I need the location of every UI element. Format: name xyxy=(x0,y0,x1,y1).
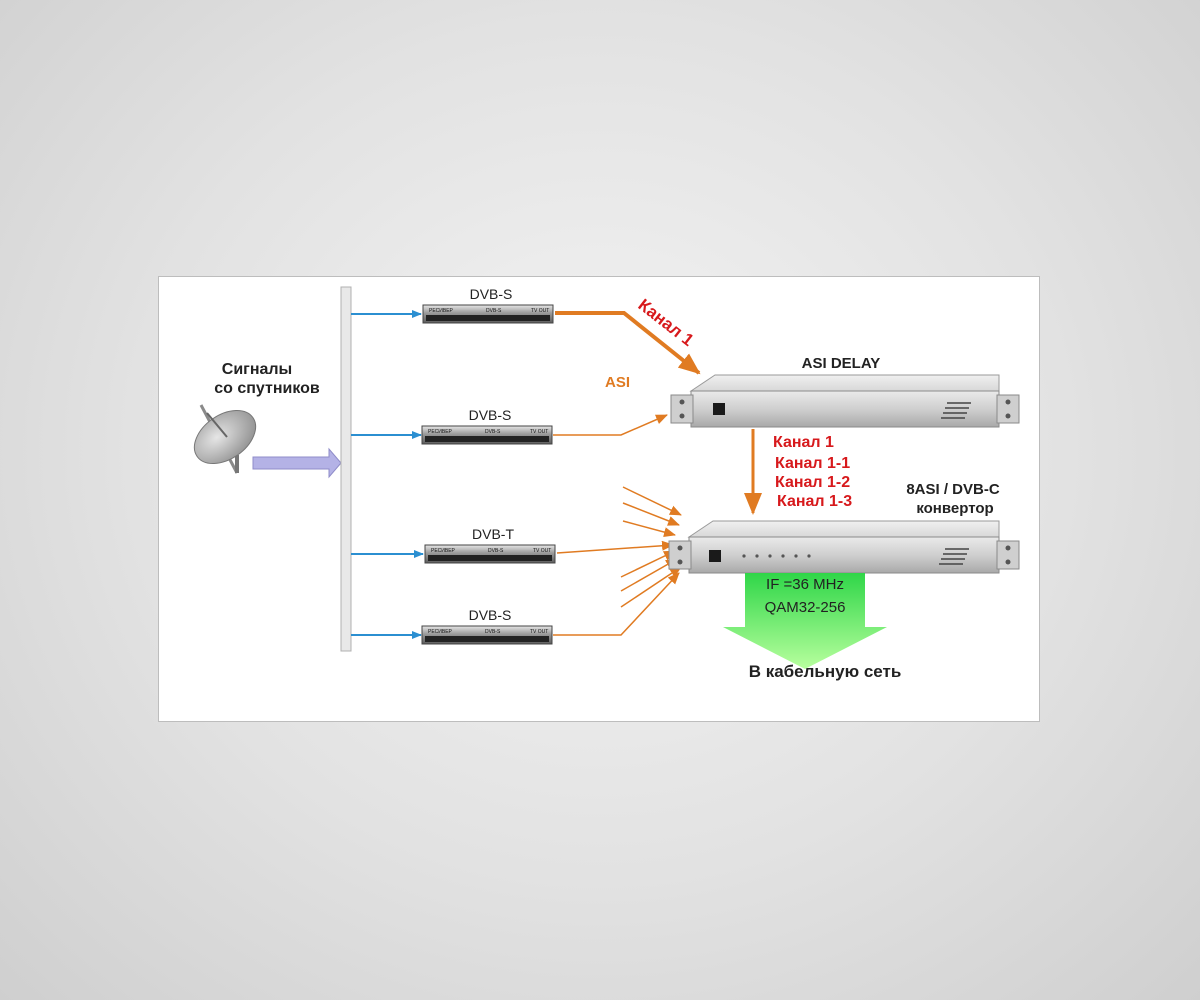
svg-text:РЕСИВЕР: РЕСИВЕР xyxy=(431,548,456,554)
receiver-4: DVB-S РЕСИВЕР DVB-S TV OUT xyxy=(421,607,553,645)
receiver-2: DVB-S РЕСИВЕР DVB-S TV OUT xyxy=(421,407,553,445)
distribution-bus xyxy=(340,286,352,652)
satellite-label-line1: Сигналы xyxy=(222,361,292,378)
channel-list-item-4: Канал 1-3 xyxy=(777,493,852,510)
svg-text:РЕСИВЕР: РЕСИВЕР xyxy=(428,429,453,435)
channel-list-item-1: Канал 1 xyxy=(773,434,834,451)
brand-logo-icon xyxy=(941,402,971,419)
output-if: IF =36 MHz xyxy=(766,576,844,593)
signal-flow-diagram: Сигналы со спутников DVB-S РЕСИВЕР DVB-S… xyxy=(193,286,1020,681)
receiver-3-type: DVB-T xyxy=(472,526,514,542)
satellite-label-line2: со спутников xyxy=(214,380,320,397)
channel-list-item-3: Канал 1-2 xyxy=(775,474,850,491)
svg-text:DVB-S: DVB-S xyxy=(486,308,502,314)
receiver-2-to-delay-arrow xyxy=(553,414,668,436)
receiver-3: DVB-T РЕСИВЕР DVB-S TV OUT xyxy=(424,526,556,564)
receiver-3-to-converter-arrow xyxy=(556,540,674,554)
output-modulation: QAM32-256 xyxy=(765,599,846,616)
svg-text:TV OUT: TV OUT xyxy=(533,548,551,554)
receiver-1: DVB-S РЕСИВЕР DVB-S TV OUT xyxy=(422,286,554,324)
asi-label: ASI xyxy=(605,374,630,391)
converter-title-line1: 8ASI / DVB-C xyxy=(906,481,1000,498)
converter-logo-icon xyxy=(939,548,969,565)
svg-text:DVB-S: DVB-S xyxy=(485,629,501,635)
converter-title-line2: конвертор xyxy=(916,500,993,517)
signal-input-arrow xyxy=(252,447,342,479)
asi-delay-device xyxy=(670,374,1020,428)
svg-text:РЕСИВЕР: РЕСИВЕР xyxy=(428,629,453,635)
svg-text:TV OUT: TV OUT xyxy=(530,629,548,635)
svg-text:TV OUT: TV OUT xyxy=(530,429,548,435)
svg-text:DVB-S: DVB-S xyxy=(485,429,501,435)
receiver-2-type: DVB-S xyxy=(469,407,512,423)
power-switch-icon xyxy=(713,403,725,415)
receiver-4-to-converter-arrow xyxy=(553,572,680,636)
converter-power-switch-icon xyxy=(709,550,721,562)
converter-input-arrows xyxy=(620,486,682,608)
receiver-4-type: DVB-S xyxy=(469,607,512,623)
diagram-panel: Сигналы со спутников DVB-S РЕСИВЕР DVB-S… xyxy=(158,276,1040,722)
svg-text:РЕСИВЕР: РЕСИВЕР xyxy=(429,308,454,314)
channel-list-item-2: Канал 1-1 xyxy=(775,455,850,472)
satellite-dish-icon xyxy=(193,404,257,474)
svg-text:DVB-S: DVB-S xyxy=(488,548,504,554)
output-destination: В кабельную сеть xyxy=(749,662,902,681)
channel-arrow-label: Канал 1 xyxy=(635,295,698,350)
svg-text:TV OUT: TV OUT xyxy=(531,308,549,314)
channel-1-arrow xyxy=(555,311,701,375)
output-arrow xyxy=(723,573,887,669)
converter-device xyxy=(668,520,1020,574)
asi-delay-title: ASI DELAY xyxy=(802,355,881,372)
receiver-1-type: DVB-S xyxy=(470,286,513,302)
